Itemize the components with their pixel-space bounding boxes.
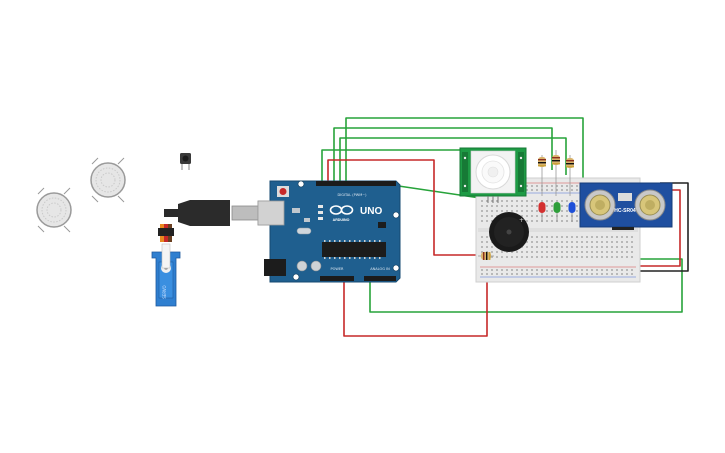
board-model-label: UNO: [360, 206, 382, 217]
resistor[interactable]: [552, 150, 560, 196]
svg-text:+: +: [519, 217, 524, 224]
resistor[interactable]: [566, 155, 574, 196]
arduino-logo: [329, 205, 354, 215]
led-green[interactable]: [553, 202, 561, 222]
microcontroller-chip: [322, 242, 386, 257]
digital-header[interactable]: [316, 181, 396, 186]
led-red[interactable]: [538, 202, 546, 222]
wire-green[interactable]: [369, 258, 683, 313]
pir-motion-sensor[interactable]: [459, 147, 527, 203]
resistor[interactable]: [478, 252, 494, 260]
analog-header-label: ANALOG IN: [370, 267, 390, 271]
wire-green[interactable]: [333, 127, 553, 182]
power-header[interactable]: [320, 276, 354, 281]
led-body: [568, 202, 576, 213]
arduino-uno-board[interactable]: DIGITAL (PWM~) UNO ARDUINO POWER ANALOG …: [257, 180, 401, 283]
wire-green[interactable]: [321, 149, 463, 182]
wire-black[interactable]: [628, 182, 689, 272]
servo-motor[interactable]: SERVO: [151, 224, 181, 312]
ultrasonic-model-label: HC-SR04: [614, 208, 636, 214]
usb-port[interactable]: [257, 200, 285, 226]
capacitor: [296, 260, 308, 272]
piezo-buzzer[interactable]: +: [489, 212, 529, 252]
digital-header-label: DIGITAL (PWM~): [337, 193, 367, 197]
ultrasonic-sensor[interactable]: HC-SR04: [579, 182, 673, 230]
wire-red[interactable]: [628, 189, 681, 267]
board-brand-label: ARDUINO: [333, 218, 350, 222]
wire-red[interactable]: [327, 159, 482, 256]
led-body: [553, 202, 561, 213]
power-header-label: POWER: [331, 267, 345, 271]
capacitor: [310, 260, 322, 272]
led-blue[interactable]: [568, 202, 576, 222]
led-body: [538, 202, 546, 213]
gas-sensor[interactable]: [90, 157, 126, 203]
power-jack[interactable]: [264, 259, 286, 276]
svg-text:SERVO: SERVO: [162, 285, 167, 298]
analog-header[interactable]: [364, 276, 396, 281]
gas-sensor[interactable]: [36, 187, 72, 233]
push-button[interactable]: [180, 153, 191, 170]
wire-red[interactable]: [343, 263, 488, 337]
resistor[interactable]: [538, 155, 546, 196]
